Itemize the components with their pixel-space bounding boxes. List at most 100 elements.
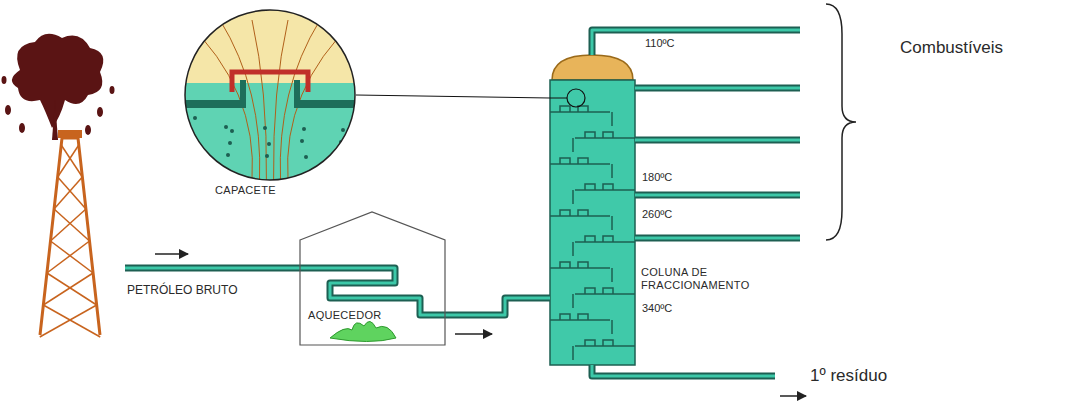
pipe xyxy=(635,139,800,142)
leader xyxy=(356,95,550,98)
lattice xyxy=(50,241,93,273)
downcomer xyxy=(611,216,613,230)
downcomer xyxy=(611,164,613,178)
bubble-cap xyxy=(578,210,588,216)
flow-line xyxy=(185,20,252,180)
pipe-outline xyxy=(635,85,800,92)
pipe-outline xyxy=(592,365,775,376)
lattice xyxy=(54,177,82,209)
lattice xyxy=(54,209,89,241)
input-label: PETRÓLEO BRUTO xyxy=(125,284,239,298)
tray xyxy=(550,163,610,165)
tray xyxy=(575,293,635,295)
tray xyxy=(550,215,610,217)
bubble-cap xyxy=(585,132,595,138)
lattice xyxy=(50,209,85,241)
pipe-outline xyxy=(635,235,800,242)
flow-arrow xyxy=(155,253,188,255)
liquid-zone xyxy=(180,83,360,183)
flame xyxy=(330,321,396,341)
bubble-cap xyxy=(560,106,570,112)
bubble-cap xyxy=(585,340,595,346)
column-box: COLUNA DE FRACCIONAMENTO xyxy=(550,80,635,365)
pipe xyxy=(592,365,775,376)
column-shape xyxy=(550,80,635,365)
detail-outline xyxy=(185,10,355,180)
bubble xyxy=(265,154,269,158)
bubble-cap xyxy=(603,288,613,294)
temperature-label: 110ºC xyxy=(643,37,677,50)
lattice xyxy=(47,273,97,305)
bubble-cap xyxy=(578,158,588,164)
bubble-cap xyxy=(585,236,595,242)
house-shape xyxy=(300,212,445,345)
lattice xyxy=(47,241,90,273)
product-label: 1º resíduo xyxy=(808,366,889,386)
tray xyxy=(575,345,635,347)
downcomer xyxy=(572,242,574,256)
pipe-outline xyxy=(445,298,550,315)
riser xyxy=(294,80,300,108)
oil-derrick xyxy=(40,130,100,337)
pipe xyxy=(635,237,800,240)
bubble-cap xyxy=(578,314,588,320)
bubble-cap xyxy=(603,236,613,242)
tray-plate xyxy=(185,100,245,108)
downcomer xyxy=(572,138,574,152)
bubble xyxy=(304,155,308,159)
lattice xyxy=(61,145,82,177)
temperature-label: 180ºC xyxy=(640,171,674,184)
bubble-cap xyxy=(560,314,570,320)
bubble-cap xyxy=(560,158,570,164)
bubble-cap xyxy=(585,288,595,294)
tray xyxy=(550,319,610,321)
bubble xyxy=(263,126,267,130)
flow-line xyxy=(288,20,355,180)
tray xyxy=(550,267,610,269)
product-label: Combustíveis xyxy=(898,38,1005,58)
flow-arrow xyxy=(780,395,806,397)
downcomer xyxy=(572,294,574,308)
tray-plate xyxy=(295,100,355,108)
lattice xyxy=(43,305,100,337)
bubble-cap xyxy=(603,132,613,138)
tray xyxy=(575,241,635,243)
pipe xyxy=(635,87,800,90)
bubble xyxy=(230,129,234,133)
downcomer xyxy=(611,112,613,126)
heater-outline xyxy=(300,212,445,345)
pipe-outline xyxy=(592,30,800,55)
bubble-cap xyxy=(603,340,613,346)
pipe xyxy=(592,30,800,55)
lattice xyxy=(43,273,93,305)
pipe-outline xyxy=(635,137,800,144)
bubble-cap xyxy=(560,210,570,216)
riser xyxy=(240,80,246,108)
fractionating-column xyxy=(550,55,635,365)
flow-arrow xyxy=(455,333,492,335)
node-label: COLUNA DE FRACCIONAMENTO xyxy=(641,266,761,292)
pipe-connector xyxy=(445,298,550,315)
bubble-cap xyxy=(585,184,595,190)
tray xyxy=(550,111,610,113)
bubble-cap xyxy=(603,184,613,190)
downcomer xyxy=(611,268,613,282)
downcomer xyxy=(572,346,574,360)
downcomer xyxy=(611,320,613,334)
lattice xyxy=(40,305,97,337)
heater-box: AQUECEDOR xyxy=(300,212,445,345)
temperature-label: 260ºC xyxy=(640,208,674,221)
leader-line xyxy=(356,95,550,98)
bubble-cap xyxy=(560,262,570,268)
capacete-shape xyxy=(180,10,356,202)
bubble xyxy=(228,141,232,145)
tray xyxy=(575,189,635,191)
bubble-cap xyxy=(578,262,588,268)
bubble xyxy=(224,125,228,129)
pipe xyxy=(592,30,800,376)
pipe xyxy=(445,298,550,315)
column-frame xyxy=(550,80,635,365)
